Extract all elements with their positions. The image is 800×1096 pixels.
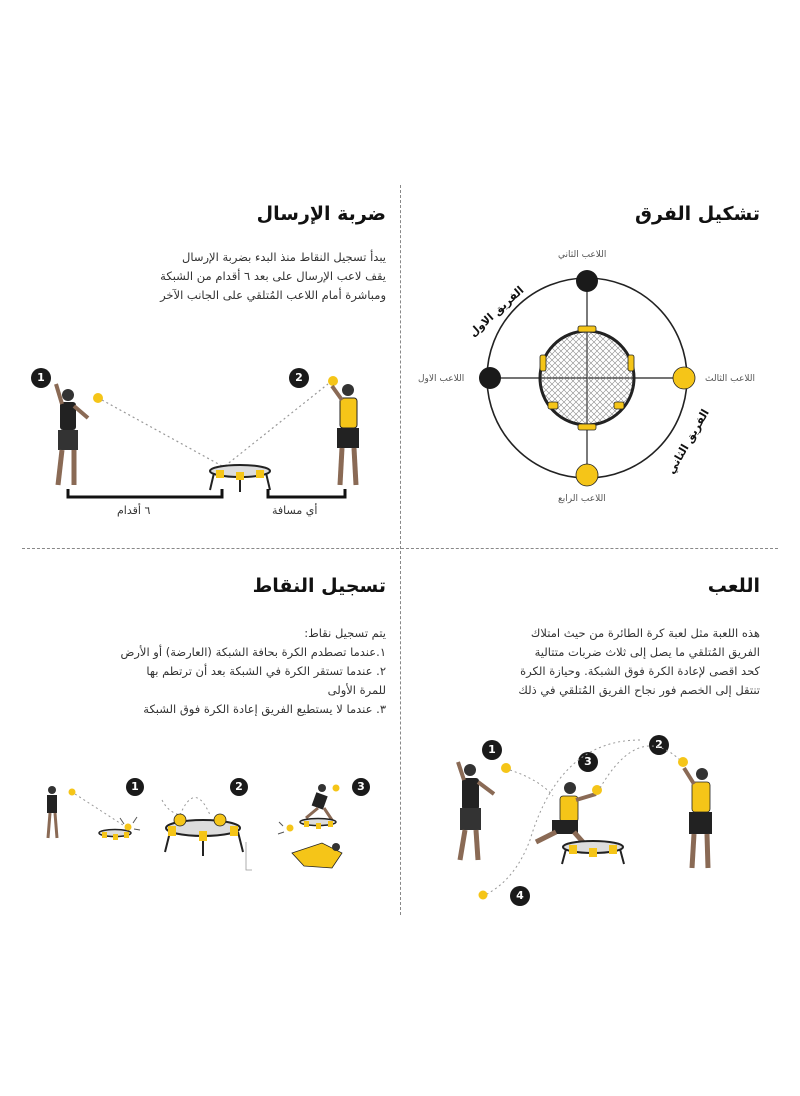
play-title: اللعب (707, 575, 760, 597)
serve-line-2: يقف لاعب الإرسال على بعد ٦ أقدام من الشب… (160, 269, 386, 283)
play-line-4: تنتقل إلى الخصم فور نجاح الفريق المُتلقي… (518, 683, 760, 697)
play-line-3: كحد اقصى لإعادة الكرة فوق الشبكة. وحيازة… (520, 664, 760, 678)
play-marker-1: 1 (482, 740, 502, 760)
serve-net (209, 464, 271, 492)
label-player-1: اللاعب الاول (418, 374, 465, 384)
scoring-text: يتم تسجيل نقاط: ١.عندما تصطدم الكرة بحاف… (120, 624, 386, 719)
scoring-scene-rim-hit (46, 786, 141, 840)
scoring-marker-2: 2 (230, 778, 248, 796)
play-marker-2: 2 (649, 735, 669, 755)
label-player-2: اللاعب الثاني (558, 250, 607, 260)
scoring-line-5: ٣. عندما لا يستطيع الفريق إعادة الكرة فو… (143, 702, 386, 716)
team1-player2-dot (576, 270, 598, 292)
play-player-yellow-right (678, 757, 712, 869)
six-feet-label: ٦ أقدام (117, 504, 151, 517)
team2-player4-dot (575, 463, 599, 487)
label-player-3: اللاعب الثالث (705, 374, 755, 384)
scoring-marker-3: 3 (352, 778, 370, 796)
serve-title: ضربة الإرسال (256, 203, 386, 225)
play-text: هذه اللعبة مثل لعبة كرة الطائرة من حيث ا… (518, 624, 760, 700)
horizontal-divider (22, 548, 778, 549)
scoring-line-1: يتم تسجيل نقاط: (304, 626, 386, 640)
scoring-line-2: ١.عندما تصطدم الكرة بحافة الشبكة (العارض… (120, 645, 386, 659)
serve-marker-1: 1 (31, 368, 51, 388)
serve-text: يبدأ تسجيل النقاط منذ البدء بضربة الإرسا… (160, 248, 386, 305)
label-player-4: اللاعب الرابع (558, 494, 606, 504)
vertical-divider (400, 185, 401, 915)
scoring-marker-1: 1 (126, 778, 144, 796)
play-player-dark (456, 761, 496, 861)
scoring-title: تسجيل النقاط (252, 575, 386, 597)
scoring-scene-failed-return (277, 784, 343, 869)
serve-line-3: ومباشرة أمام اللاعب المُتلقي على الجانب … (160, 288, 386, 302)
receiver-player-figure (328, 376, 359, 486)
team2-player3-dot (672, 366, 696, 390)
play-marker-4: 4 (510, 886, 530, 906)
serve-line-1: يبدأ تسجيل النقاط منذ البدء بضربة الإرسا… (182, 250, 386, 264)
scoring-scene-net-settle (161, 797, 252, 871)
any-distance-label: أي مسافة (272, 504, 318, 517)
team1-player1-dot (479, 367, 501, 389)
server-player-figure (54, 383, 90, 486)
serve-ball (93, 393, 103, 403)
play-net (561, 840, 625, 865)
play-line-2: الفريق المُتلقي ما يصل إلى ثلاث ضربات مت… (534, 645, 760, 659)
play-player-yellow-middle (534, 782, 597, 852)
scoring-line-4: للمرة الأولى (327, 683, 386, 697)
scoring-line-3: ٢. عندما تستقر الكرة في الشبكة بعد أن تر… (146, 664, 386, 678)
teams-title: تشكيل الفرق (635, 203, 760, 225)
play-line-1: هذه اللعبة مثل لعبة كرة الطائرة من حيث ا… (530, 626, 760, 640)
serve-marker-2: 2 (289, 368, 309, 388)
